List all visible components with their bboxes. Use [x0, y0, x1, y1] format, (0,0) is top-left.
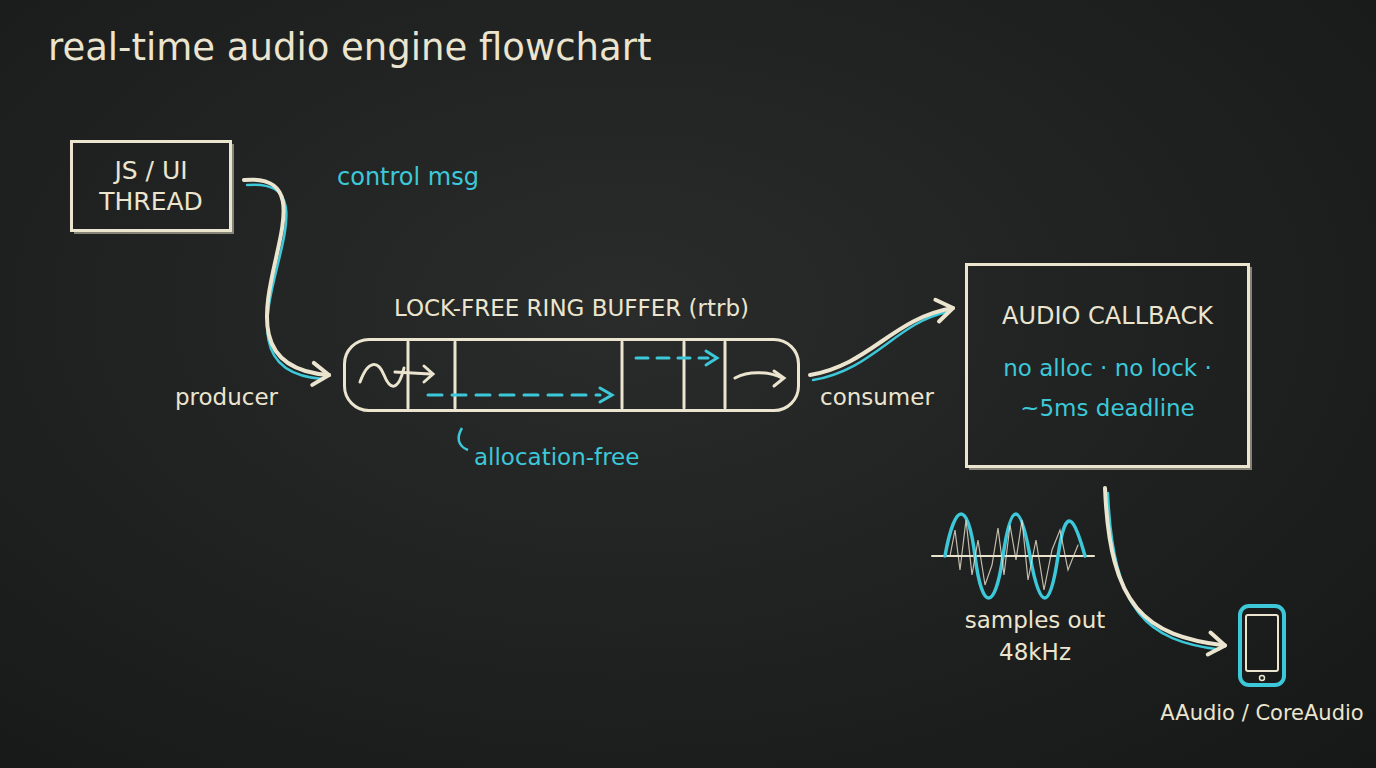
process-box: JS / UI THREAD — [70, 140, 232, 232]
connector-line — [1105, 488, 1225, 646]
node-note: no alloc · no lock · ~5ms deadline — [982, 348, 1233, 428]
leader-line — [459, 428, 468, 450]
chalk-shadow — [1108, 493, 1219, 650]
connector-line — [244, 180, 329, 375]
flow-arrow — [1105, 488, 1225, 650]
flow-arrow — [810, 308, 953, 380]
device-icon: AAudio / CoreAudio — [1237, 603, 1287, 688]
ring-buffer: LOCK-FREE RING BUFFER (rtrb) — [343, 338, 800, 412]
node-label: JS / UI THREAD — [73, 155, 229, 217]
phone-outline — [1237, 603, 1287, 688]
node-label: LOCK-FREE RING BUFFER (rtrb) — [306, 295, 837, 321]
diagram-title: real-time audio engine flowchart — [48, 26, 651, 69]
connector-line — [810, 308, 953, 375]
edge-label: control msg — [337, 163, 479, 191]
flow-arrow — [244, 180, 329, 379]
node-label: AUDIO CALLBACK — [982, 302, 1233, 330]
annotation-label: samples out 48kHz — [950, 604, 1120, 668]
waveform — [932, 514, 1094, 598]
buffer-flow — [428, 351, 717, 402]
buffer-cells — [360, 342, 784, 408]
annotation-label: producer — [175, 384, 278, 410]
node-label: AAudio / CoreAudio — [1117, 701, 1376, 725]
annotation-label: consumer — [820, 384, 934, 410]
annotation-label: allocation-free — [474, 444, 639, 470]
callback-box: AUDIO CALLBACK no alloc · no lock · ~5ms … — [965, 263, 1250, 468]
